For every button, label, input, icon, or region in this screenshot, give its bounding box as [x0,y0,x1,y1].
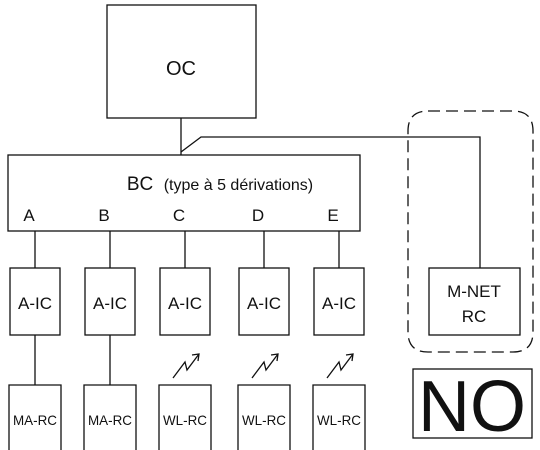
branch-group: A A-IC MA-RC B A-IC MA-RC C A-IC WL-RC D A-IC WL-RC… [8,206,366,450]
wireless-arrowhead-icon [270,353,279,362]
indoor-unit-box [9,267,61,336]
remote-controller-label: WL-RC [317,412,361,428]
bc-port-label: A [23,206,35,225]
wireless-arrowhead-icon [345,353,354,362]
indoor-unit-label: A-IC [93,294,127,313]
indoor-unit-label: A-IC [322,294,356,313]
mnet-rc-line2: RC [462,307,487,326]
mnet-rc-line1: M-NET [447,282,501,301]
indoor-unit-label: A-IC [247,294,281,313]
indoor-unit-label: A-IC [18,294,52,313]
remote-controller-label: MA-RC [13,412,57,428]
bc-box [7,154,361,232]
remote-controller-label: WL-RC [242,412,286,428]
indoor-unit-box [159,267,211,336]
bc-title: BC (type à 5 dérivations) [127,174,313,195]
oc-box [106,4,257,119]
wireless-signal-icon [326,353,354,379]
indoor-unit-box [238,267,290,336]
bc-port-label: E [327,206,338,225]
bc-label: BC [127,174,153,195]
bc-port-label: B [98,206,109,225]
remote-controller-box [158,384,212,450]
remote-controller-box [312,384,366,450]
remote-controller-label: WL-RC [163,412,207,428]
no-box [412,368,533,439]
oc-label: OC [166,58,196,80]
bc-note: (type à 5 dérivations) [164,177,313,194]
bc-port-label: D [252,206,264,225]
wireless-signal-icon [172,353,200,379]
wireless-arrowhead-icon [191,353,200,362]
indoor-unit-box [313,267,365,336]
wireless-signal-icon [251,353,279,379]
mnet-dashed-outline [407,110,534,353]
remote-controller-box [237,384,291,450]
indoor-unit-label: A-IC [168,294,202,313]
no-label: NO [418,367,526,447]
remote-controller-label: MA-RC [88,412,132,428]
mnet-rc-box [428,267,521,336]
mnet-wire [180,136,481,268]
bc-port-label: C [173,206,185,225]
indoor-unit-box [84,267,136,336]
